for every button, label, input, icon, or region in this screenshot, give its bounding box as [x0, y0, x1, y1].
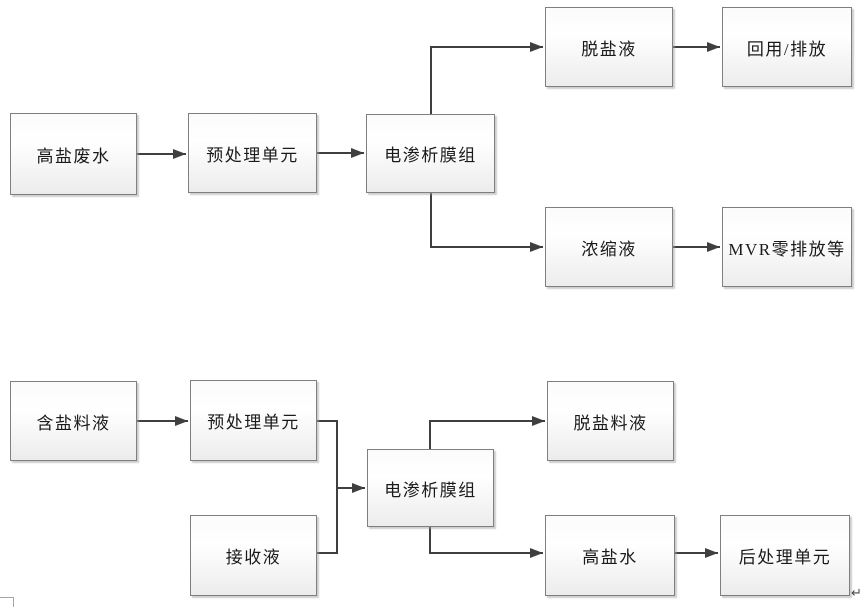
edge-merge-pretreat-receiver [317, 420, 338, 554]
paragraph-return-mark: ↵ [851, 586, 862, 601]
node-receiving-liquid: 接收液 [190, 515, 317, 596]
node-desalted-feed-liquid: 脱盐料液 [547, 381, 674, 461]
node-reuse-discharge: 回用/排放 [722, 7, 852, 87]
node-pretreatment-unit-bottom: 预处理单元 [190, 380, 317, 461]
table-corner-mark [0, 597, 14, 607]
edge-ed-concentrate [430, 193, 543, 252]
node-salt-feed-liquid: 含盐料液 [10, 381, 137, 461]
node-electrodialysis-module-top: 电渗析膜组 [366, 114, 495, 193]
node-mvr-zero-discharge: MVR零排放等 [722, 207, 852, 287]
node-high-salt-wastewater: 高盐废水 [10, 113, 137, 195]
edge-ed-desalted-feed [429, 416, 545, 449]
node-desalted-liquid: 脱盐液 [545, 7, 673, 87]
node-concentrate-liquid: 浓缩液 [545, 207, 673, 287]
node-electrodialysis-module-bottom: 电渗析膜组 [367, 449, 494, 527]
node-high-salt-water: 高盐水 [545, 515, 675, 596]
node-post-treatment-unit: 后处理单元 [720, 515, 850, 596]
node-pretreatment-unit-top: 预处理单元 [188, 113, 317, 193]
edge-ed-brine [429, 527, 543, 558]
edge-ed-desalted [430, 42, 543, 114]
